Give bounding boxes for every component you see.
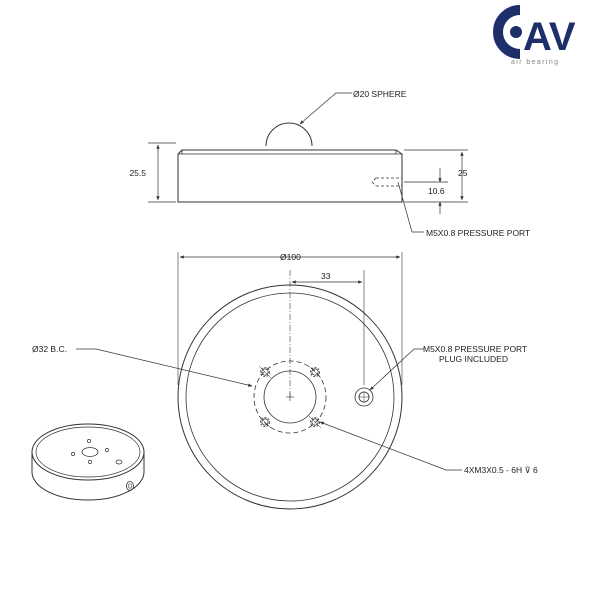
outer-edge bbox=[177, 284, 403, 510]
port-height-label: 10.6 bbox=[428, 186, 445, 196]
side-view bbox=[148, 92, 468, 233]
height-total-label: 25.5 bbox=[129, 168, 146, 178]
company-logo: AV air bearing bbox=[493, 5, 576, 66]
top-view bbox=[76, 252, 462, 510]
thread-callout-label: 4XM3X0.5 - 6H ⊽ 6 bbox=[464, 465, 538, 475]
chamfer-edge bbox=[185, 292, 395, 502]
diameter-label: Ø100 bbox=[280, 252, 301, 262]
sphere-label: Ø20 SPHERE bbox=[353, 89, 407, 99]
threaded-holes bbox=[258, 365, 322, 429]
pressure-port bbox=[354, 387, 374, 407]
isometric-view bbox=[31, 423, 145, 501]
logo-brand: AV bbox=[523, 15, 576, 59]
top-port-label-line1: M5X0.8 PRESSURE PORT bbox=[423, 344, 527, 354]
top-view-labels: Ø100 33 Ø32 B.C. M5X0.8 PRESSURE PORT PL… bbox=[32, 252, 538, 475]
sphere-dome bbox=[265, 122, 313, 147]
side-port-label: M5X0.8 PRESSURE PORT bbox=[426, 228, 530, 238]
top-port-label-line2: PLUG INCLUDED bbox=[439, 354, 508, 364]
side-view-labels: Ø20 SPHERE 25.5 25 10.6 M5X0.8 PRESSURE … bbox=[129, 89, 530, 238]
hidden-port bbox=[371, 177, 402, 187]
o-ring-mark-icon bbox=[493, 5, 522, 59]
offset-label: 33 bbox=[321, 271, 331, 281]
logo-tagline: air bearing bbox=[511, 59, 559, 66]
side-body-outline bbox=[177, 149, 403, 203]
bolt-circle-label: Ø32 B.C. bbox=[32, 344, 67, 354]
height-body-label: 25 bbox=[458, 168, 468, 178]
bolt-circle bbox=[253, 360, 327, 434]
